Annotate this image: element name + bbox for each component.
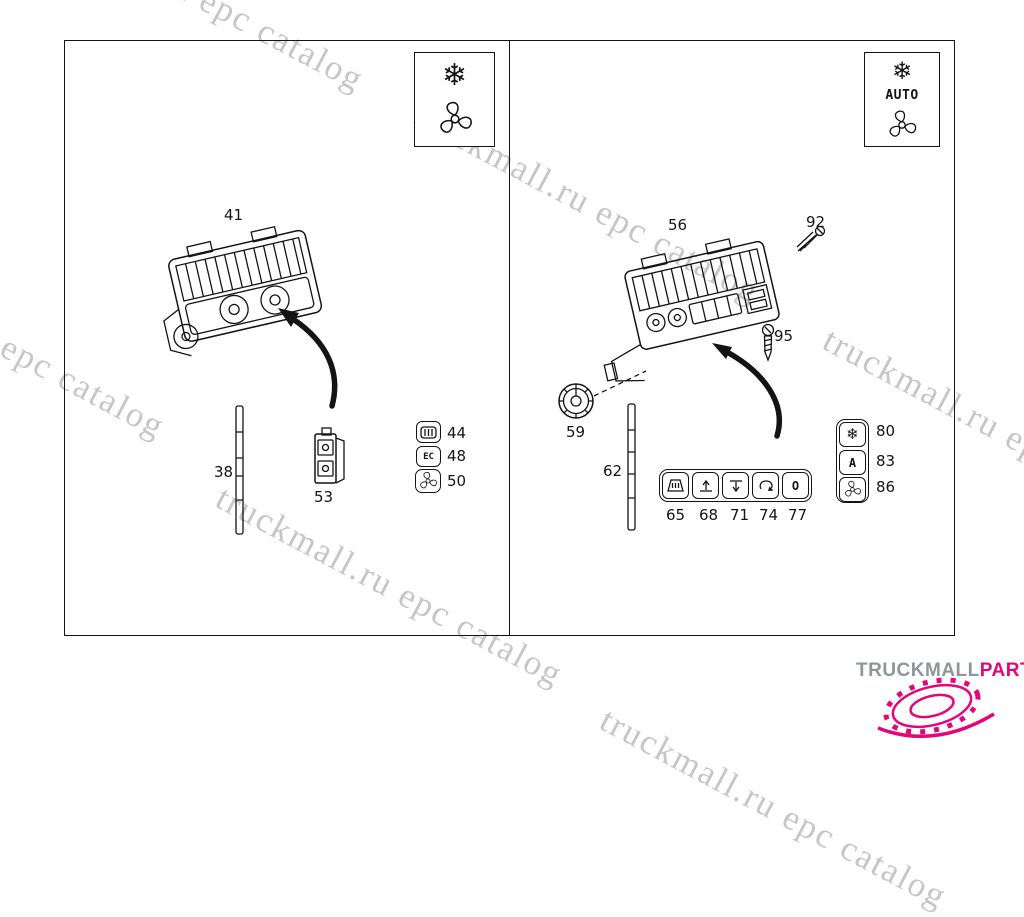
part-number-44[interactable]: 44 [447, 424, 467, 442]
part-number-56[interactable]: 56 [668, 216, 688, 234]
part-number-65[interactable]: 65 [666, 506, 686, 524]
off-button-77: O [782, 472, 809, 499]
ec-button-48: EC [416, 446, 441, 467]
legend-box-right: ❄ AUTO [864, 52, 940, 147]
part-number-50[interactable]: 50 [447, 472, 467, 490]
truckmall-logo: TRUCKMALLPARTS [856, 660, 1024, 682]
snowflake-icon: ❄ [441, 58, 468, 94]
recirculation-icon [759, 480, 773, 491]
part-number-95[interactable]: 95 [774, 327, 794, 345]
fan-icon [419, 471, 438, 490]
ec-label: EC [423, 451, 434, 462]
part-number-59[interactable]: 59 [566, 423, 586, 441]
part-number-38[interactable]: 38 [214, 463, 234, 481]
fan-icon [844, 480, 862, 498]
part-number-86[interactable]: 86 [876, 478, 896, 496]
right-panel [509, 40, 955, 636]
auto-mode-label: A [848, 455, 857, 470]
logo-text-truckmall: TRUCKMALL [856, 660, 980, 681]
fan-icon [888, 110, 918, 138]
fan-icon [438, 101, 474, 135]
part-number-74[interactable]: 74 [759, 506, 779, 524]
part-number-71[interactable]: 71 [730, 506, 750, 524]
logo-gear-icon [877, 677, 995, 739]
fan-button-86 [839, 477, 866, 502]
auto-button-83: A [839, 450, 866, 475]
fan-button-50 [415, 469, 441, 493]
part-number-68[interactable]: 68 [699, 506, 719, 524]
part-number-62[interactable]: 62 [603, 462, 623, 480]
part-number-41[interactable]: 41 [224, 206, 244, 224]
snowflake-button-80: ❄ [839, 422, 866, 447]
snowflake-icon: ❄ [891, 56, 913, 85]
defrost-button-65 [662, 472, 689, 499]
snowflake-icon: ❄ [846, 425, 859, 443]
part-number-77[interactable]: 77 [788, 506, 808, 524]
part-number-92[interactable]: 92 [806, 213, 826, 231]
legend-box-left: ❄ [414, 52, 495, 147]
rear-defrost-button-44 [416, 421, 441, 443]
part-number-53[interactable]: 53 [314, 488, 334, 506]
airflow-up-button-68 [692, 472, 719, 499]
part-number-80[interactable]: 80 [876, 422, 896, 440]
rear-defrost-icon [420, 425, 437, 439]
off-label: O [791, 478, 800, 493]
recirculation-button-74 [752, 472, 779, 499]
airflow-down-button-71 [722, 472, 749, 499]
logo-text-parts: PARTS [979, 660, 1024, 681]
airflow-down-icon [729, 479, 742, 492]
part-number-48[interactable]: 48 [447, 447, 467, 465]
airflow-up-icon [699, 479, 712, 492]
windshield-defrost-icon [667, 479, 684, 492]
part-number-83[interactable]: 83 [876, 452, 896, 470]
auto-label: AUTO [885, 88, 919, 103]
